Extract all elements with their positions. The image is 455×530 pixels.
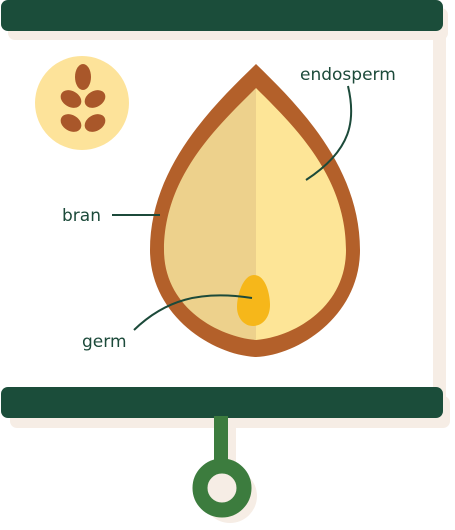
badge-circle [35, 56, 129, 150]
wheat-icon [60, 64, 106, 132]
germ [237, 275, 270, 326]
endosperm-right-half [256, 88, 346, 340]
top-roller-bar [1, 0, 443, 31]
stand-ring [192, 458, 252, 518]
endosperm-label: endosperm [300, 65, 396, 85]
germ-leader-line [133, 294, 253, 331]
germ-label: germ [82, 332, 127, 352]
endosperm-leader-line [305, 85, 353, 181]
endosperm-left-half [164, 88, 256, 340]
stand-pole [214, 416, 228, 463]
bran-label: bran [62, 206, 101, 226]
bottom-roller-bar [1, 387, 443, 418]
